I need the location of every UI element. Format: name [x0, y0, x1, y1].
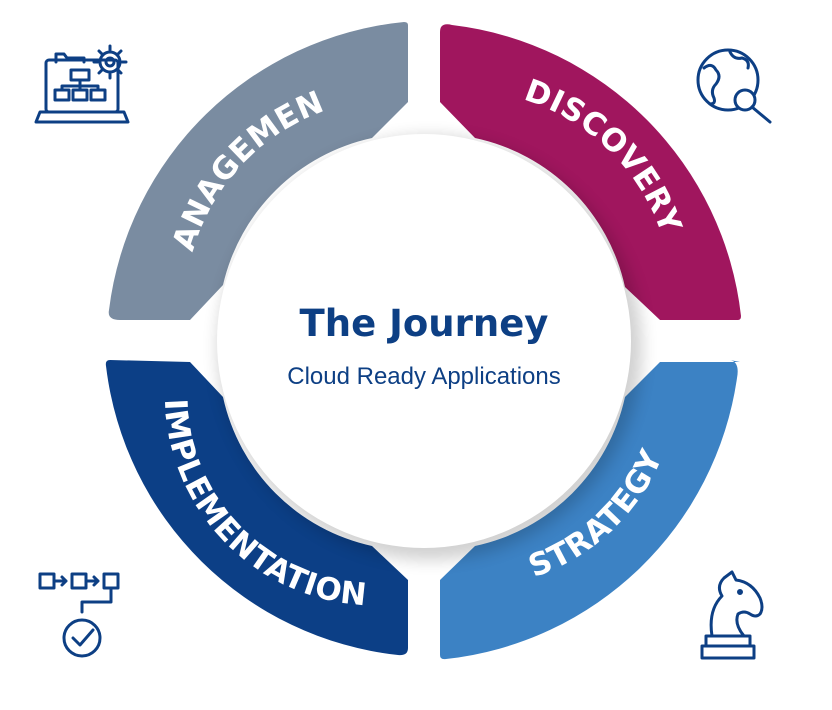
- segment-discovery: [440, 22, 741, 320]
- center-subtitle: Cloud Ready Applications: [287, 363, 561, 390]
- segment-strategy: [440, 360, 740, 660]
- chess-knight-icon: [700, 570, 764, 660]
- laptop-sitemap-gear-icon: [34, 44, 130, 124]
- globe-magnifier-icon: [696, 48, 772, 124]
- process-flow-check-icon: [38, 572, 120, 658]
- segment-management: [108, 22, 408, 320]
- center-circle: [217, 134, 631, 548]
- segment-implementation: [105, 360, 408, 656]
- center-title: The Journey: [300, 302, 549, 345]
